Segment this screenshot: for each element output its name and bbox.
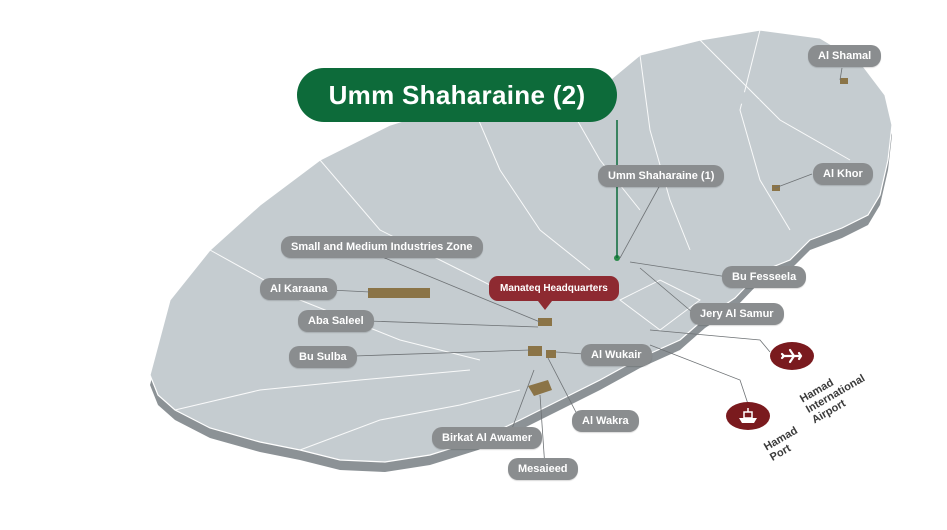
ship-icon[interactable] <box>726 402 770 430</box>
island <box>700 90 760 106</box>
island <box>488 126 530 140</box>
label-aba-saleel[interactable]: Aba Saleel <box>298 310 374 332</box>
leader-lines <box>329 67 843 469</box>
island <box>272 398 322 420</box>
label-al-shamal[interactable]: Al Shamal <box>808 45 882 67</box>
label-al-khor[interactable]: Al Khor <box>813 163 873 185</box>
label-bu-fesseela[interactable]: Bu Fesseela <box>722 266 807 288</box>
label-al-karaana[interactable]: Al Karaana <box>260 278 338 300</box>
selected-zone-title: Umm Shaharaine (2) <box>297 68 617 122</box>
label-birkat-al-awamer[interactable]: Birkat Al Awamer <box>432 427 543 449</box>
label-umm-shaharaine-1[interactable]: Umm Shaharaine (1) <box>598 165 725 187</box>
label-jery-al-samur[interactable]: Jery Al Samur <box>690 303 784 325</box>
airplane-icon[interactable] <box>770 342 814 370</box>
callout-pointer <box>538 301 552 310</box>
label-al-wakra[interactable]: Al Wakra <box>572 410 639 432</box>
label-mesaieed[interactable]: Mesaieed <box>508 458 578 480</box>
manateq-headquarters-callout[interactable]: Manateq Headquarters <box>489 276 619 301</box>
label-al-wukair[interactable]: Al Wukair <box>581 344 652 366</box>
label-small-medium-industries-zone[interactable]: Small and Medium Industries Zone <box>281 236 483 258</box>
label-bu-sulba[interactable]: Bu Sulba <box>289 346 357 368</box>
